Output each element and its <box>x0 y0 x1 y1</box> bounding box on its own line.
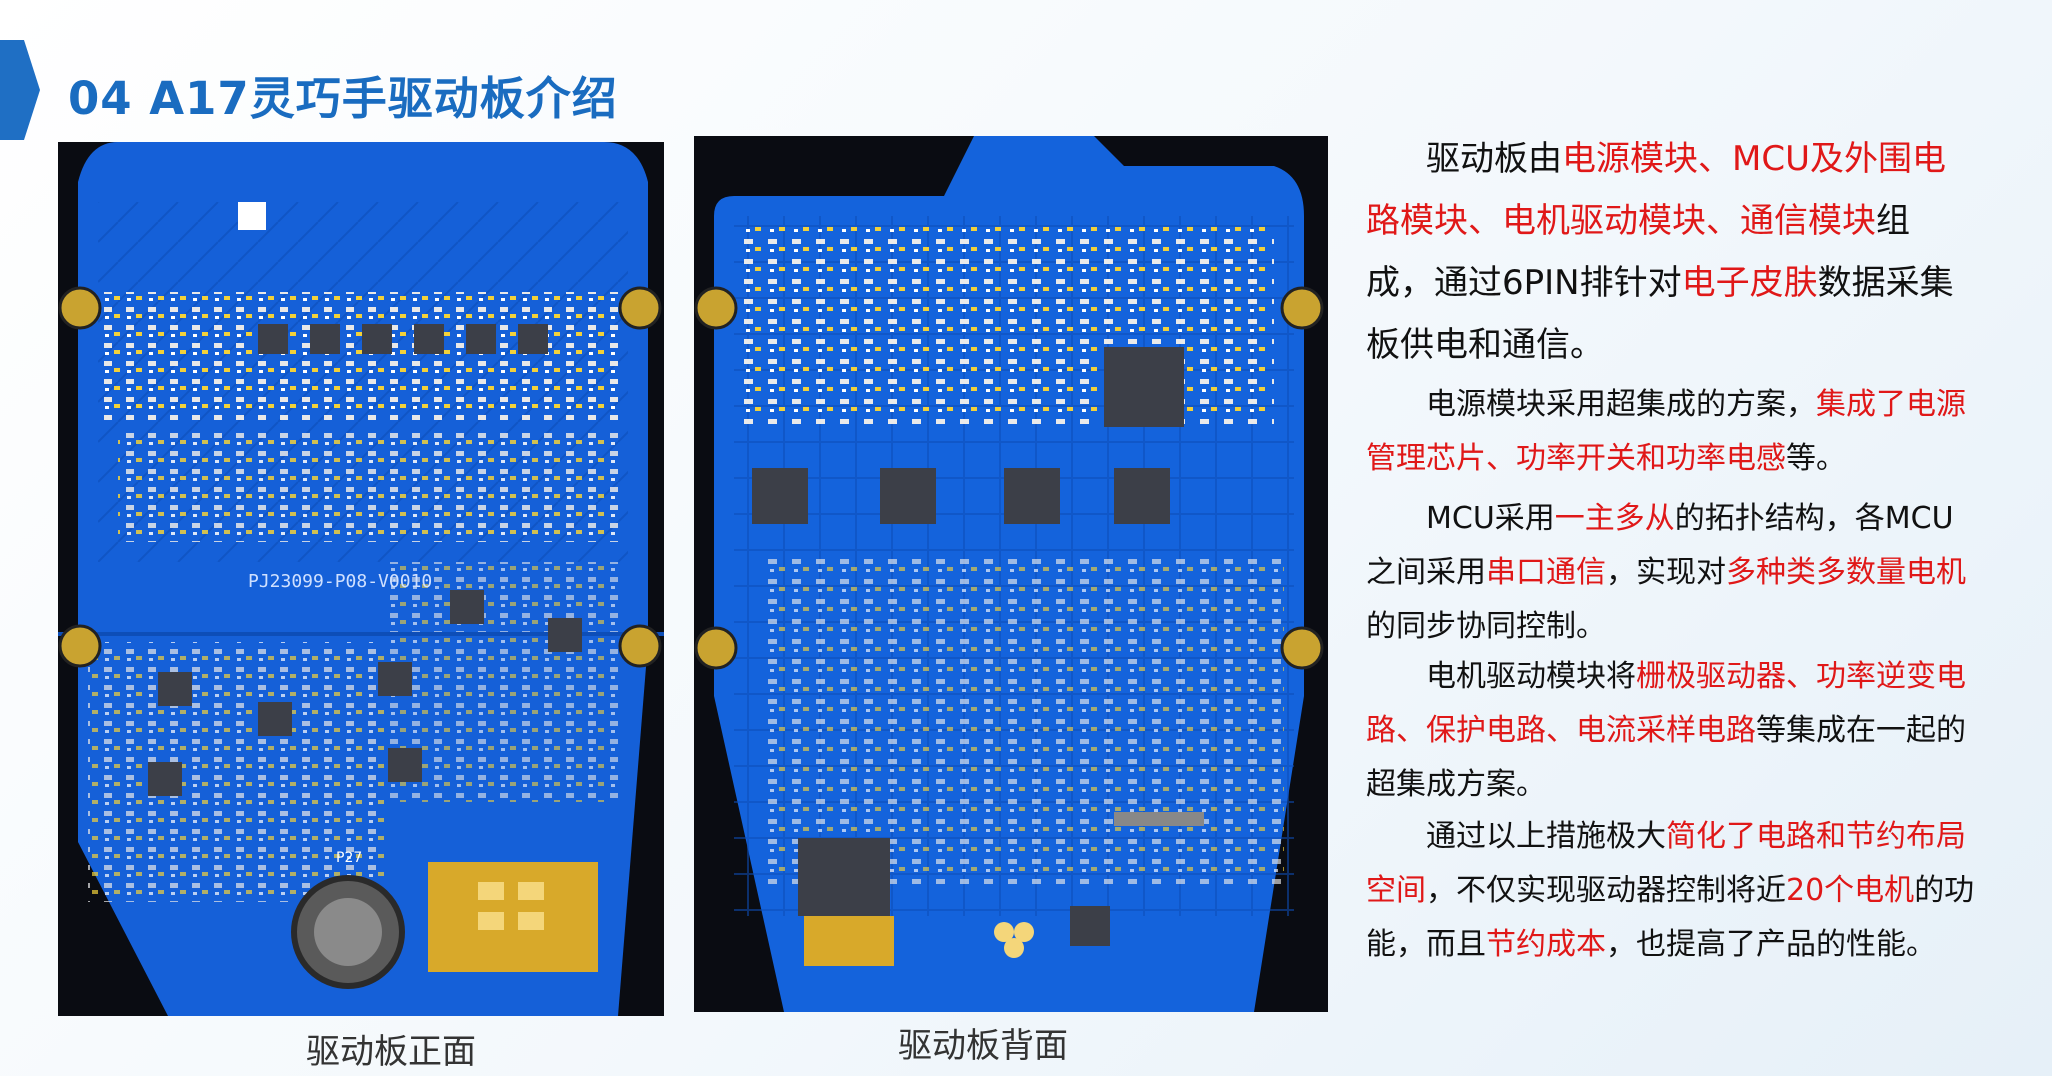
caption-front: 驱动板正面 <box>306 1032 476 1072</box>
description-paragraph-2: 电源模块采用超集成的方案，集成了电源管理芯片、功率开关和功率电感等。 <box>1366 387 1966 476</box>
caption-back: 驱动板背面 <box>898 1026 1068 1066</box>
front-silkscreen: PJ23099-P08-V0010 <box>248 571 432 592</box>
driver-board-front-image: PJ23099-P08-V0010 P27 <box>58 142 664 1016</box>
page-title: 04 A17灵巧手驱动板介绍 <box>68 72 618 125</box>
front-connector-label: P27 <box>336 850 362 866</box>
description-paragraph-3: MCU采用一主多从的拓扑结构，各MCU之间采用串口通信，实现对多种类多数量电机的… <box>1366 501 1966 644</box>
title-accent-bar <box>0 40 40 140</box>
driver-board-back-image <box>694 136 1328 1012</box>
description-paragraph-4: 电机驱动模块将栅极驱动器、功率逆变电路、保护电路、电流采样电路等集成在一起的超集… <box>1366 659 1966 802</box>
description-paragraph-1: 驱动板由电源模块、MCU及外围电路模块、电机驱动模块、通信模块组成，通过6PIN… <box>1366 139 1954 365</box>
description-paragraph-5: 通过以上措施极大简化了电路和节约布局空间，不仅实现驱动器控制将近20个电机的功能… <box>1366 819 1975 962</box>
